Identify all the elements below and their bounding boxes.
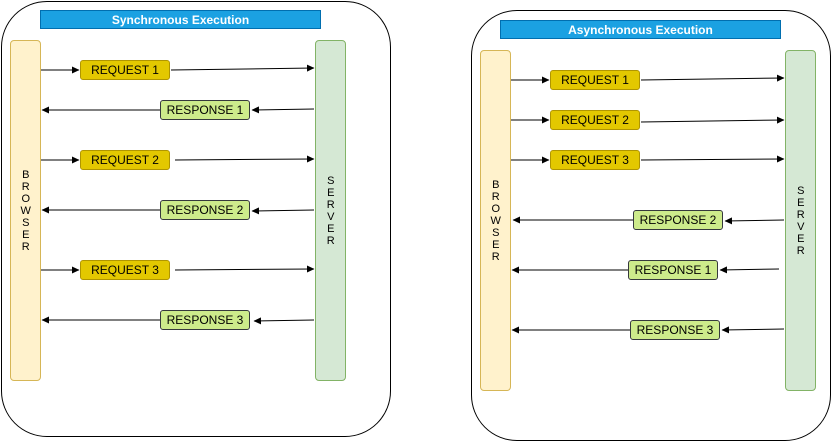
sync-request-3: REQUEST 3 [80, 260, 170, 280]
sync-browser-label: BROWSER [19, 168, 32, 253]
async-response-2: RESPONSE 2 [633, 210, 723, 230]
async-server-label: SERVER [794, 184, 807, 257]
sync-server-column: SERVER [315, 40, 346, 381]
async-response-3-arrow-a [721, 326, 785, 334]
sync-response-1: RESPONSE 1 [160, 100, 250, 120]
async-response-3: RESPONSE 3 [630, 320, 720, 340]
async-request-2-arrow-b [640, 116, 785, 124]
async-request-3-arrow-b [640, 155, 785, 163]
sync-request-1-arrow-b [170, 64, 315, 72]
sync-response-1-arrow-a [251, 106, 315, 114]
sync-request-2-arrow-b [174, 155, 315, 163]
sync-request-1: REQUEST 1 [80, 60, 170, 80]
sync-response-3: RESPONSE 3 [160, 310, 250, 330]
sync-title: Synchronous Execution [40, 10, 321, 29]
sync-response-2-arrow-a [251, 207, 315, 215]
async-response-1: RESPONSE 1 [628, 260, 718, 280]
async-request-2: REQUEST 2 [550, 110, 640, 130]
async-response-2-arrow-a [724, 217, 785, 225]
sync-response-2: RESPONSE 2 [160, 200, 250, 220]
async-request-3: REQUEST 3 [550, 150, 640, 170]
async-server-column: SERVER [785, 50, 816, 391]
async-request-1: REQUEST 1 [550, 70, 640, 90]
async-request-1-arrow-b [640, 74, 785, 82]
async-browser-label: BROWSER [489, 178, 502, 263]
sync-browser-column: BROWSER [10, 40, 41, 381]
sync-response-3-arrow-a [253, 317, 315, 325]
async-response-1-arrow-a [719, 266, 780, 274]
sync-request-3-arrow-b [174, 265, 315, 273]
sync-server-label: SERVER [324, 174, 337, 247]
async-title: Asynchronous Execution [500, 20, 781, 39]
async-browser-column: BROWSER [480, 50, 511, 391]
sync-request-2: REQUEST 2 [80, 150, 170, 170]
